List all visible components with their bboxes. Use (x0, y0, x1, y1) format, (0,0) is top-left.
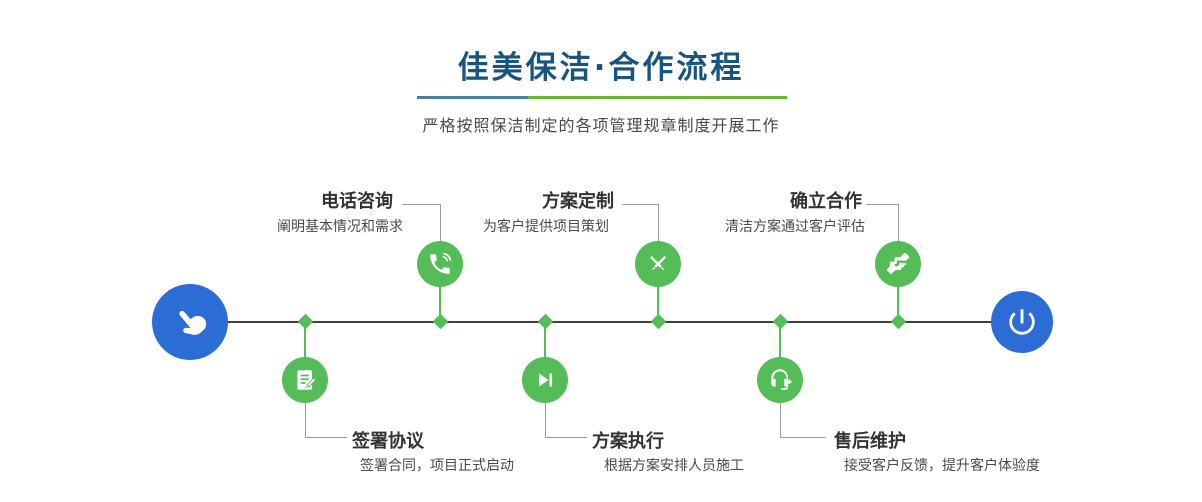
power-icon (1005, 305, 1039, 339)
connector-line (780, 437, 826, 438)
step-title-sign-agreement: 签署协议 (352, 431, 424, 452)
connector-line (545, 437, 587, 438)
pencil-design-icon (645, 251, 671, 277)
timeline-end-node (991, 291, 1053, 353)
connector-line (305, 437, 347, 438)
connector-line (439, 264, 441, 322)
step-node-plan-custom (635, 241, 681, 287)
step-title-phone-consult: 电话咨询 (321, 191, 393, 212)
handshake-icon (884, 250, 912, 278)
step-title-plan-execute: 方案执行 (592, 431, 664, 452)
connector-line (304, 322, 306, 358)
connector-line (658, 204, 659, 264)
title-underline (417, 96, 787, 99)
connector-line (402, 204, 440, 205)
step-desc-aftersale: 接受客户反馈，提升客户体验度 (844, 458, 1040, 474)
headset-support-icon (767, 367, 793, 393)
connector-line (897, 264, 899, 322)
step-node-establish-coop (875, 241, 921, 287)
connector-line (440, 204, 441, 264)
connector-line (622, 204, 658, 205)
step-node-aftersale (757, 357, 803, 403)
connector-line (866, 204, 898, 205)
pointing-hand-icon (169, 301, 211, 343)
phone-icon (427, 251, 453, 277)
connector-line (544, 322, 546, 358)
page-subtitle: 严格按照保洁制定的各项管理规章制度开展工作 (422, 116, 780, 135)
connector-line (657, 264, 659, 322)
step-desc-phone-consult: 阐明基本情况和需求 (277, 219, 403, 235)
play-execute-icon (533, 368, 557, 392)
page-title: 佳美保洁·合作流程 (457, 50, 745, 86)
step-title-establish-coop: 确立合作 (790, 191, 862, 212)
timeline-start-node (152, 284, 228, 360)
step-node-phone-consult (417, 241, 463, 287)
connector-line (898, 204, 899, 264)
step-title-aftersale: 售后维护 (834, 431, 906, 452)
connector-line (779, 322, 781, 358)
step-desc-sign-agreement: 签署合同，项目正式启动 (360, 458, 514, 474)
step-desc-plan-custom: 为客户提供项目策划 (483, 219, 609, 235)
timeline-line (190, 321, 1022, 323)
contract-sign-icon (292, 367, 318, 393)
step-desc-establish-coop: 清洁方案通过客户评估 (725, 219, 865, 235)
step-title-plan-custom: 方案定制 (542, 191, 614, 212)
step-node-sign-agreement (282, 357, 328, 403)
step-node-plan-execute (522, 357, 568, 403)
step-desc-plan-execute: 根据方案安排人员施工 (604, 458, 744, 474)
